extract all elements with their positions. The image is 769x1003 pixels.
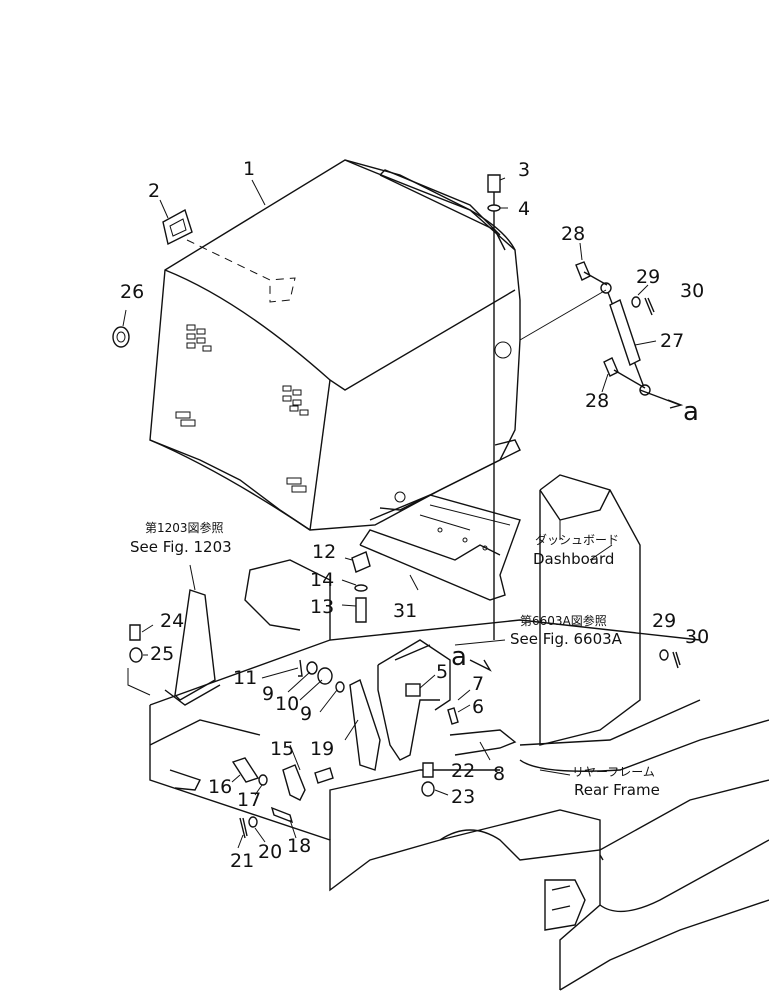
callout-9a: 9 — [262, 683, 274, 705]
callout-27: 27 — [660, 330, 684, 352]
callout-7: 7 — [472, 673, 484, 695]
callout-9b: 9 — [300, 703, 312, 725]
callout-20: 20 — [258, 841, 282, 863]
ref-dashboard-en: Dashboard — [533, 550, 614, 568]
callout-12: 12 — [312, 541, 336, 563]
callout-16: 16 — [208, 776, 232, 798]
callout-24: 24 — [160, 610, 184, 632]
callout-8: 8 — [493, 763, 505, 785]
ref-rearframe-jp: リヤーフレーム — [572, 765, 655, 779]
callout-10: 10 — [275, 693, 299, 715]
ref-dashboard-jp: ダッシュボード — [535, 532, 619, 547]
hood-cover — [149, 159, 521, 531]
ref-fig6603-en: See Fig. 6603A — [510, 630, 623, 648]
callout-28a: 28 — [561, 223, 585, 245]
callout-13: 13 — [310, 596, 334, 618]
callout-19: 19 — [310, 738, 334, 760]
callout-22: 22 — [451, 760, 475, 782]
latch-bracket — [349, 639, 517, 771]
callout-17: 17 — [237, 789, 261, 811]
marker-a-bottom: a — [451, 642, 467, 672]
leader-lines — [122, 177, 657, 849]
ref-fig6603-jp: 第6603A図参照 — [520, 613, 607, 628]
callout-18: 18 — [287, 835, 311, 857]
callout-30b: 30 — [685, 626, 709, 648]
ref-fig1203-en: See Fig. 1203 — [130, 538, 232, 556]
callout-5: 5 — [436, 661, 448, 683]
ref-rearframe-en: Rear Frame — [574, 781, 660, 799]
callout-29b: 29 — [652, 610, 676, 632]
callout-1: 1 — [243, 158, 255, 180]
callout-15: 15 — [270, 738, 294, 760]
callout-14: 14 — [310, 569, 334, 591]
callout-4: 4 — [518, 198, 530, 220]
callout-21: 21 — [230, 850, 254, 872]
dashboard — [539, 474, 641, 746]
callout-28b: 28 — [585, 390, 609, 412]
callout-29a: 29 — [636, 266, 660, 288]
callout-11: 11 — [233, 667, 257, 689]
left-bracket — [149, 589, 261, 791]
callout-2: 2 — [148, 180, 160, 202]
reference-labels: 第1203図参照 See Fig. 1203 ダッシュボード Dashboard… — [130, 520, 660, 799]
marker-a-top: a — [683, 397, 699, 427]
callout-3: 3 — [518, 159, 530, 181]
callout-6: 6 — [472, 696, 484, 718]
lower-bracket — [359, 439, 521, 601]
callout-31: 31 — [393, 600, 417, 622]
callout-30a: 30 — [680, 280, 704, 302]
callout-25: 25 — [150, 643, 174, 665]
callout-23: 23 — [451, 786, 475, 808]
rear-frame — [149, 559, 769, 991]
hardware-parts — [112, 174, 684, 839]
callout-26: 26 — [120, 281, 144, 303]
ref-fig1203-jp: 第1203図参照 — [145, 520, 224, 535]
callouts: 1 2 3 4 28 29 30 26 27 28 a 12 14 13 31 … — [120, 158, 709, 872]
